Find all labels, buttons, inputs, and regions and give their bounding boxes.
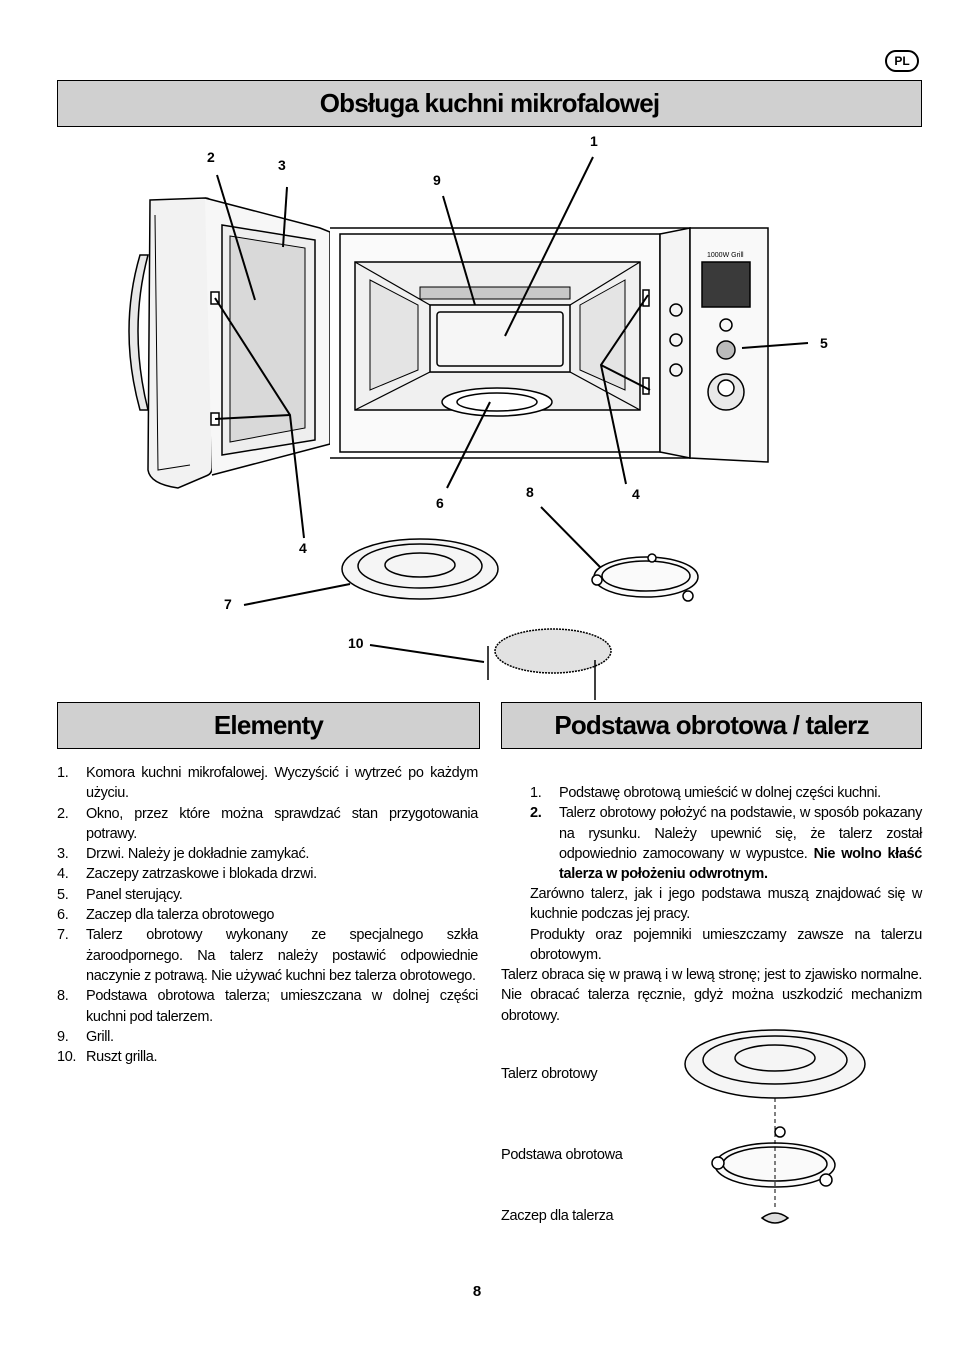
elements-list: 1.Komora kuchni mikrofalowej. Wyczyścić …: [57, 763, 478, 1067]
turntable-plate-illustration: [341, 538, 499, 600]
base-heading: Podstawa obrotowa / talerz: [501, 702, 922, 749]
callout-1: 1: [590, 133, 598, 149]
callout-9: 9: [433, 172, 441, 188]
microwave-body-illustration: 1000W Grill: [330, 227, 769, 463]
list-item: 5.Panel sterujący.: [57, 886, 183, 903]
callout-6: 6: [436, 495, 444, 511]
callout-8: 8: [526, 484, 534, 500]
roller-ring-illustration: [591, 553, 699, 602]
list-item: 2.Okno, przez które można sprawdzać stan…: [57, 805, 478, 842]
callout-3: 3: [278, 157, 286, 173]
step-2-warning: Nie wolno kłaść talerza w położeniu odwr…: [559, 845, 922, 883]
paragraph-products: Produkty oraz pojemniki umieszczamy zaws…: [530, 927, 922, 964]
turntable-assembly-illustration: [684, 1029, 866, 1224]
grill-rack-illustration: [487, 628, 612, 700]
base-steps-list: 1.Podstawę obrotową umieścić w dolnej cz…: [530, 783, 922, 884]
list-item: 9.Grill.: [57, 1028, 114, 1045]
list-item: 6.Zaczep dla talerza obrotowego: [57, 907, 275, 924]
page-number: 8: [472, 1283, 482, 1300]
panel-power-label: 1000W Grill: [707, 252, 744, 259]
callout-2: 2: [207, 149, 215, 165]
list-item: 1.Komora kuchni mikrofalowej. Wyczyścić …: [57, 765, 478, 802]
elements-heading: Elementy: [57, 702, 480, 749]
caption-plate: Talerz obrotowy: [501, 1066, 598, 1082]
list-item: 8.Podstawa obrotowa talerza; umieszczana…: [57, 988, 478, 1025]
page-title: Obsługa kuchni mikrofalowej: [57, 80, 922, 127]
callout-10: 10: [348, 635, 364, 651]
list-item: 7.Talerz obrotowy wykonany ze specjalneg…: [57, 927, 478, 984]
step-2: 2.Talerz obrotowy położyć na podstawie, …: [530, 805, 922, 883]
callout-5: 5: [820, 335, 828, 351]
step-1: 1.Podstawę obrotową umieścić w dolnej cz…: [530, 785, 881, 801]
paragraph-rotation: Talerz obraca się w prawą i w lewą stron…: [501, 967, 922, 1024]
list-item: 3.Drzwi. Należy je dokładnie zamykać.: [57, 846, 310, 863]
caption-ring: Podstawa obrotowa: [501, 1147, 623, 1163]
callout-7: 7: [224, 596, 232, 612]
callout-4b: 4: [299, 540, 307, 556]
list-item: 4.Zaczepy zatrzaskowe i blokada drzwi.: [57, 866, 317, 883]
language-badge: PL: [885, 50, 919, 72]
caption-hook: Zaczep dla talerza: [501, 1208, 614, 1224]
callout-4a: 4: [632, 486, 640, 502]
paragraph-both-required: Zarówno talerz, jak i jego podstawa musz…: [530, 886, 922, 923]
door-illustration: [128, 197, 331, 489]
list-item: 10.Ruszt grilla.: [57, 1049, 158, 1066]
